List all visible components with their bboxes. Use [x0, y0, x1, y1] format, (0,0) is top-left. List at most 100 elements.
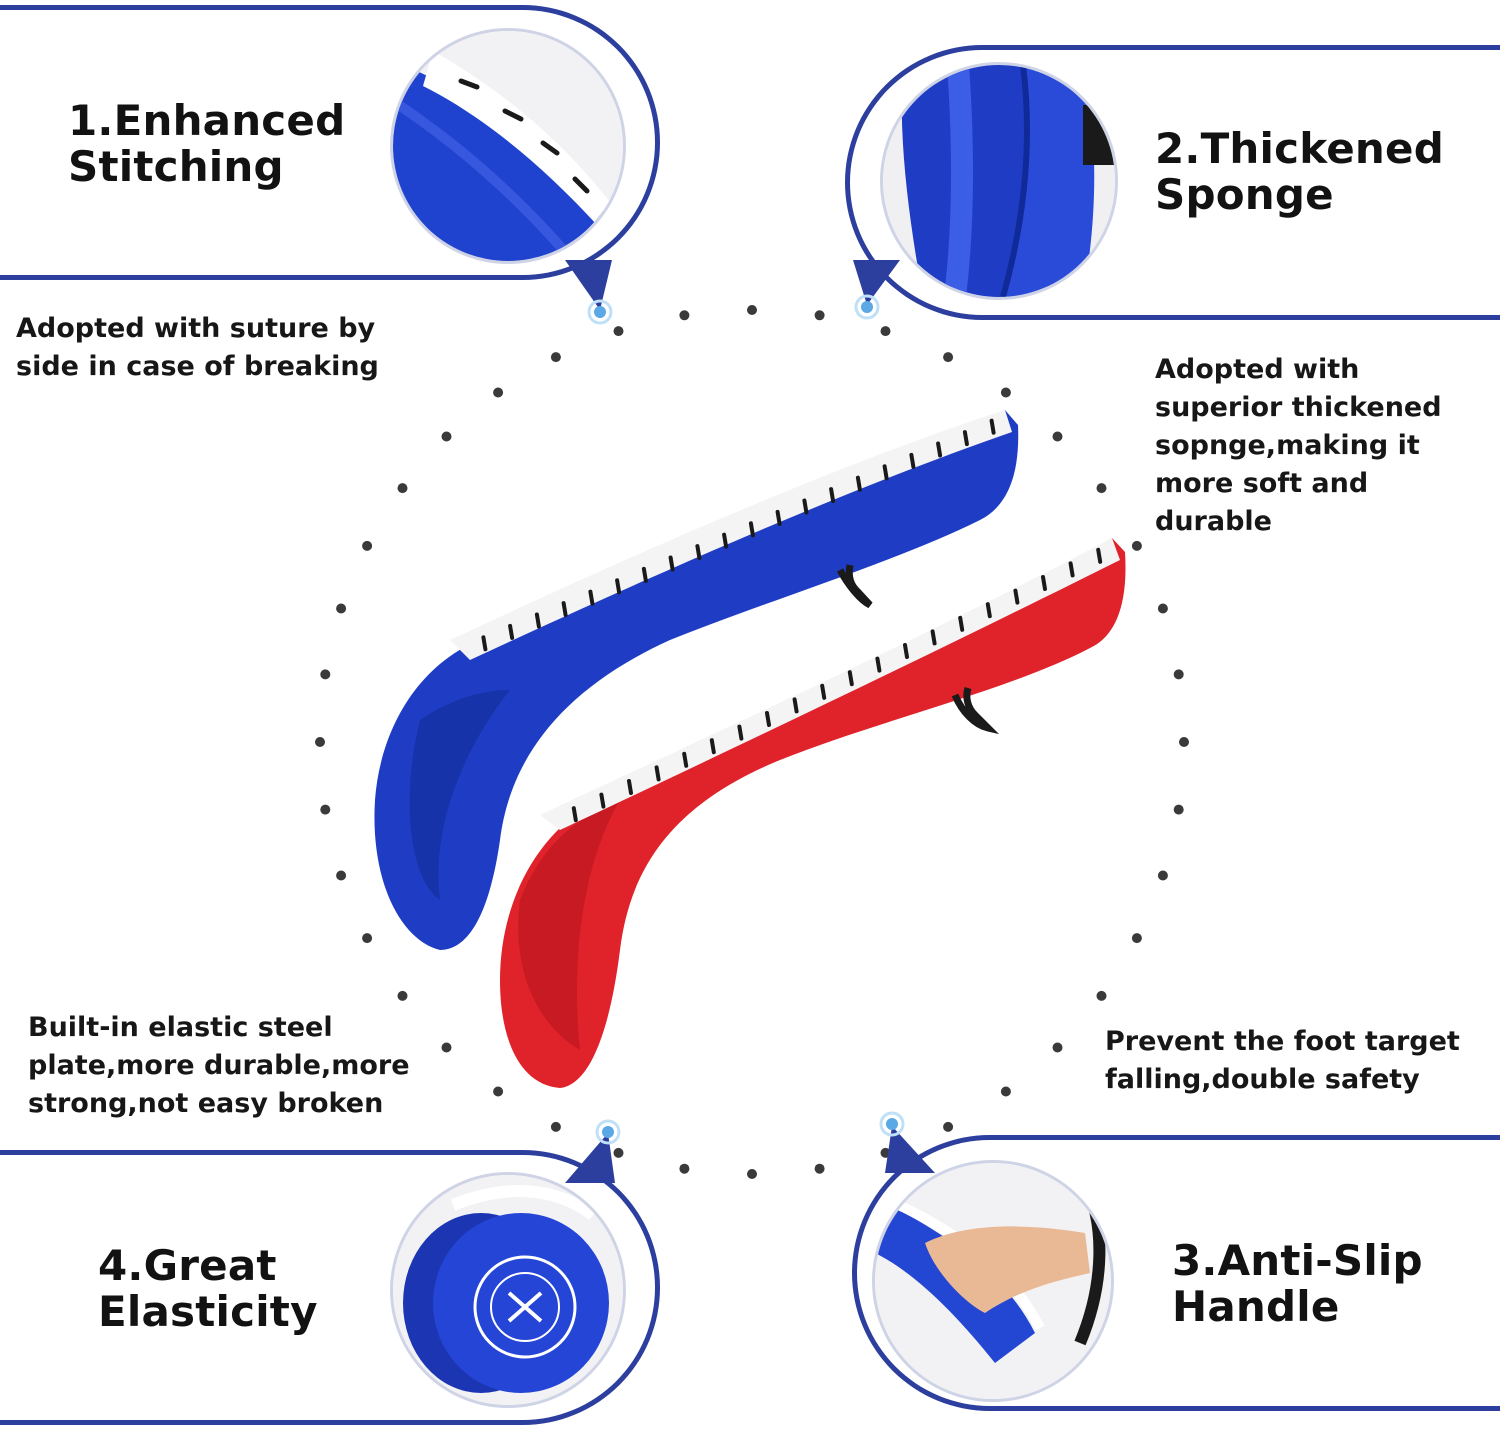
- stitch-mark: [1096, 547, 1103, 564]
- stitch-mark: [508, 623, 515, 640]
- decor-dot: [320, 669, 331, 680]
- stitch-mark: [748, 521, 755, 538]
- stitch-mark: [737, 724, 744, 741]
- stitch-mark: [588, 589, 595, 606]
- stitching-closeup-icon: [390, 28, 626, 264]
- stitch-mark: [903, 643, 909, 659]
- decor-dot: [814, 1163, 825, 1174]
- decor-dot: [1157, 603, 1168, 614]
- stitch-mark: [855, 475, 862, 492]
- stitch-mark: [1041, 575, 1047, 591]
- decor-dot: [943, 352, 954, 363]
- decor-dot: [550, 1121, 561, 1132]
- stitch-mark: [958, 615, 965, 632]
- decor-dot: [1000, 1086, 1011, 1097]
- callout-pointer-icon: [879, 1111, 935, 1173]
- feature-title-elasticity: 4.Great Elasticity: [98, 1241, 318, 1336]
- stitch-mark: [962, 430, 969, 447]
- feature-desc-stitching: Adopted with suture by side in case of b…: [16, 313, 379, 382]
- stitch-mark: [909, 452, 916, 469]
- decor-dot: [1179, 737, 1189, 747]
- stitch-mark: [668, 555, 675, 572]
- stitch-mark: [820, 683, 827, 700]
- decor-dot: [441, 431, 452, 442]
- decor-dot: [943, 1121, 954, 1132]
- stitch-mark: [802, 498, 809, 515]
- decor-dot: [320, 804, 331, 815]
- feature-title-handle: 3.Anti-Slip Handle: [1172, 1236, 1423, 1331]
- stitch-mark: [1013, 588, 1020, 605]
- decor-dot: [550, 352, 561, 363]
- stitch-mark: [709, 738, 716, 755]
- elasticity-closeup-icon: [390, 1172, 626, 1408]
- handle-closeup-icon: [872, 1160, 1114, 1402]
- stitch-mark: [682, 751, 689, 768]
- stitch-mark: [654, 765, 661, 782]
- stitch-mark: [615, 578, 622, 595]
- decor-dot: [397, 990, 408, 1001]
- decor-dot: [1131, 933, 1142, 944]
- stitch-mark: [695, 544, 702, 561]
- stitch-mark: [571, 806, 578, 823]
- blue-kick-pad: [374, 410, 1019, 950]
- sponge-closeup-icon: [880, 62, 1118, 300]
- feature-desc-handle: Prevent the foot target falling,double s…: [1105, 1026, 1460, 1095]
- stitch-mark: [989, 418, 996, 435]
- decor-dot: [1052, 431, 1063, 442]
- decor-dot: [362, 540, 373, 551]
- callout-pointer-icon: [853, 260, 900, 320]
- decor-dot: [336, 603, 347, 614]
- decor-dot: [336, 870, 347, 881]
- feature-title-sponge: 2.Thickened Sponge: [1155, 124, 1444, 219]
- decor-dot: [493, 1086, 504, 1097]
- decor-dot: [747, 1169, 757, 1179]
- decor-dot: [1157, 870, 1168, 881]
- feature-desc-elasticity: Built-in elastic steel plate,more durabl…: [28, 1012, 410, 1119]
- callout-pointer-icon: [565, 1119, 621, 1183]
- decor-dot: [397, 483, 408, 494]
- callout-pointer-icon: [565, 260, 613, 325]
- decor-dot: [747, 305, 757, 315]
- feature-title-stitching: 1.Enhanced Stitching: [68, 96, 346, 191]
- decor-dot: [1000, 387, 1011, 398]
- stitch-mark: [722, 532, 729, 549]
- feature-desc-sponge: Adopted with superior thickened sopnge,m…: [1155, 354, 1442, 537]
- stitch-mark: [930, 629, 937, 646]
- decor-dot: [679, 310, 690, 321]
- stitch-mark: [792, 697, 799, 714]
- red-kick-pad: THE WORLD TAEKWONDO FEDERATION EH 표: [500, 538, 1126, 1088]
- stitch-mark: [985, 602, 992, 619]
- decor-dot: [613, 1147, 624, 1158]
- stitch-mark: [481, 635, 488, 652]
- decor-dot: [1131, 540, 1142, 551]
- decor-dot: [362, 933, 373, 944]
- decor-dot: [613, 326, 624, 337]
- stitch-mark: [936, 441, 943, 458]
- decor-dot: [1173, 669, 1184, 680]
- logo-subtext: EH 표: [703, 994, 736, 1008]
- stitch-mark: [641, 566, 648, 583]
- stitch-mark: [847, 670, 854, 687]
- decor-dot: [1096, 990, 1107, 1001]
- stitch-mark: [599, 792, 606, 809]
- stitch-mark: [627, 779, 633, 795]
- stitch-mark: [1068, 561, 1075, 578]
- decor-dot: [814, 310, 825, 321]
- decor-dot: [315, 737, 325, 747]
- stitch-mark: [765, 711, 771, 727]
- decor-dot: [493, 387, 504, 398]
- stitch-mark: [829, 487, 836, 504]
- decor-dot: [1173, 804, 1184, 815]
- decor-dot: [1052, 1042, 1063, 1053]
- decor-dot: [880, 326, 891, 337]
- stitch-mark: [534, 612, 541, 629]
- decor-dot: [679, 1163, 690, 1174]
- decor-dot: [1096, 483, 1107, 494]
- stitch-mark: [775, 509, 782, 526]
- stitch-mark: [882, 464, 889, 481]
- stitch-mark: [561, 601, 568, 618]
- decor-dot: [441, 1042, 452, 1053]
- stitch-mark: [875, 656, 882, 673]
